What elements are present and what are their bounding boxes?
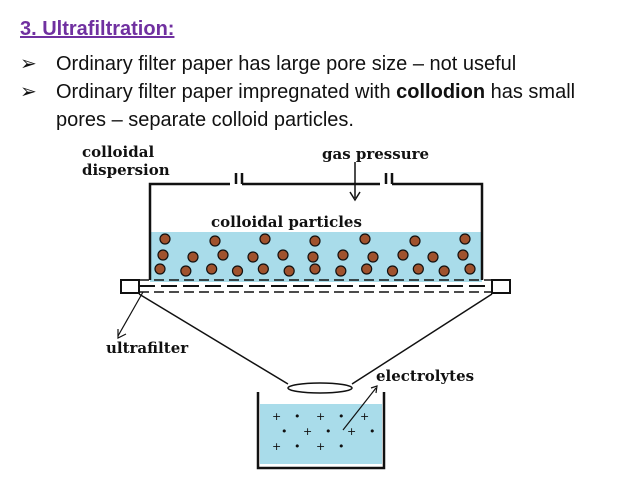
electrolyte-ions-group: +•+•+•+•+•+•+• xyxy=(272,410,376,453)
colloidal-particles-group xyxy=(154,233,476,277)
electrolyte-ion: • xyxy=(338,410,345,423)
colloid-particle xyxy=(438,265,450,277)
filter-clamp-right xyxy=(491,279,511,294)
colloid-particle xyxy=(257,263,269,275)
bullet-item: ➢ Ordinary filter paper has large pore s… xyxy=(20,50,630,78)
electrolyte-ion: + xyxy=(303,425,312,438)
electrolytes-pointer-arrowhead xyxy=(370,385,378,394)
colloid-particle xyxy=(307,251,319,263)
electrolyte-ion: • xyxy=(281,425,288,438)
colloid-particle xyxy=(427,251,439,263)
colloid-particle xyxy=(154,263,166,275)
colloid-particle xyxy=(206,263,218,275)
electrolyte-ion: + xyxy=(360,410,369,423)
label-colloidal-particles: colloidal particles xyxy=(211,213,362,231)
colloid-particle xyxy=(277,249,289,261)
colloid-particle xyxy=(247,251,259,263)
colloid-particle xyxy=(217,249,229,261)
colloid-particle xyxy=(386,265,399,277)
colloid-particle xyxy=(209,235,221,247)
gas-pressure-arrowhead xyxy=(349,191,361,202)
filter-clamp-left xyxy=(120,279,140,294)
colloid-particle xyxy=(159,233,171,245)
bullet-item: ➢ Ordinary filter paper impregnated with… xyxy=(20,78,630,134)
colloid-particle xyxy=(359,233,371,245)
colloid-particle xyxy=(459,233,471,245)
colloid-particle xyxy=(412,263,424,275)
label-ultrafilter: ultrafilter xyxy=(106,339,189,357)
colloid-particle xyxy=(337,249,349,261)
electrolyte-ion: • xyxy=(338,440,345,453)
colloid-particle xyxy=(397,249,409,261)
electrolyte-ion: + xyxy=(272,410,281,423)
label-dispersion: dispersion xyxy=(82,161,170,179)
electrolyte-ion: + xyxy=(272,440,281,453)
colloid-particle xyxy=(283,265,295,277)
colloid-particle xyxy=(259,233,271,245)
bullet-text: Ordinary filter paper impregnated with c… xyxy=(56,81,575,131)
bullet-text: Ordinary filter paper has large pore siz… xyxy=(56,53,516,75)
electrolyte-ion: • xyxy=(325,425,332,438)
beaker xyxy=(256,392,386,470)
colloid-particle xyxy=(361,263,373,275)
bullet-list: ➢ Ordinary filter paper has large pore s… xyxy=(20,50,630,134)
funnel xyxy=(138,293,493,385)
label-electrolytes: electrolytes xyxy=(376,367,474,385)
colloid-particle xyxy=(309,235,321,247)
bullet-text-part: has small pores – separate colloid parti… xyxy=(56,81,576,131)
colloid-particle xyxy=(409,235,421,247)
electrolyte-ion: + xyxy=(347,425,356,438)
bullet-text-bold: collodion xyxy=(396,81,486,103)
electrolyte-ion: • xyxy=(294,440,301,453)
electrolyte-ion: • xyxy=(294,410,301,423)
colloid-particle xyxy=(187,251,199,263)
electrolyte-ion: • xyxy=(369,425,376,438)
bullet-text-part: Ordinary filter paper has large pore siz… xyxy=(56,53,517,75)
colloid-particle xyxy=(457,249,469,261)
colloid-particle xyxy=(464,263,476,275)
colloid-particle xyxy=(309,263,321,275)
electrolyte-ion: + xyxy=(316,440,325,453)
ultrafiltration-diagram: +•+•+•+•+•+•+• colloidal dispersion gas … xyxy=(82,143,511,470)
ultrafilter-pointer-arrow xyxy=(117,291,144,337)
colloid-particle xyxy=(157,249,169,261)
electrolyte-ion: + xyxy=(316,410,325,423)
electrolytes-pointer-arrow xyxy=(342,387,377,431)
ultrafilter-pointer-arrowhead xyxy=(117,329,127,339)
label-colloidal: colloidal xyxy=(82,143,154,161)
colloid-particle xyxy=(367,251,379,263)
bullet-text-part: Ordinary filter paper impregnated with xyxy=(56,81,397,103)
upper-vessel xyxy=(148,173,484,280)
colloid-particle xyxy=(231,265,244,277)
slide-title: 3. Ultrafiltration: xyxy=(20,18,175,40)
label-gas-pressure: gas pressure xyxy=(322,145,429,163)
colloid-particle xyxy=(335,265,347,277)
funnel-outlet xyxy=(287,382,353,394)
filtrate-liquid xyxy=(260,404,382,464)
arrow-bullet-icon: ➢ xyxy=(20,53,37,75)
arrow-bullet-icon: ➢ xyxy=(20,81,37,103)
colloid-particle xyxy=(180,265,192,277)
